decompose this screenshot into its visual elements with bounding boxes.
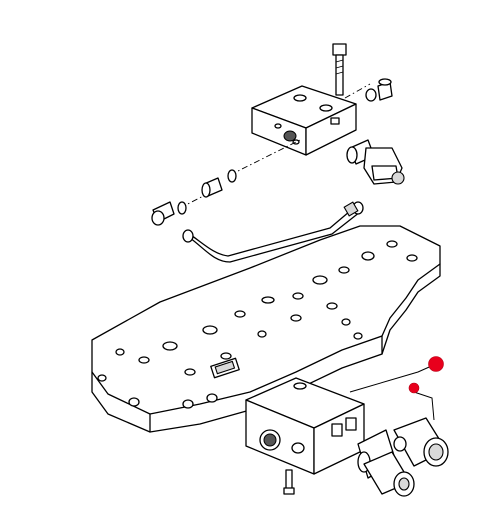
main-valve-plate[interactable]: [91, 225, 441, 433]
elbow-fitting-upper[interactable]: [346, 139, 405, 185]
callout-line-lower: [413, 391, 435, 421]
upper-valve-block[interactable]: [251, 85, 357, 156]
lower-bolt[interactable]: [283, 469, 295, 495]
highlight-marker-small[interactable]: [408, 382, 420, 394]
callout-line-upper: [349, 363, 437, 393]
center-line-upper: [344, 83, 371, 99]
elbow-fitting-left[interactable]: [151, 201, 187, 226]
small-plug[interactable]: [365, 78, 393, 102]
solenoid-coil[interactable]: [363, 451, 415, 497]
top-bolt[interactable]: [332, 43, 347, 96]
highlight-marker-large[interactable]: [428, 356, 444, 372]
hydraulic-pipe[interactable]: [182, 201, 364, 263]
straight-fitting[interactable]: [201, 169, 237, 198]
lower-valve-block[interactable]: [245, 377, 365, 475]
